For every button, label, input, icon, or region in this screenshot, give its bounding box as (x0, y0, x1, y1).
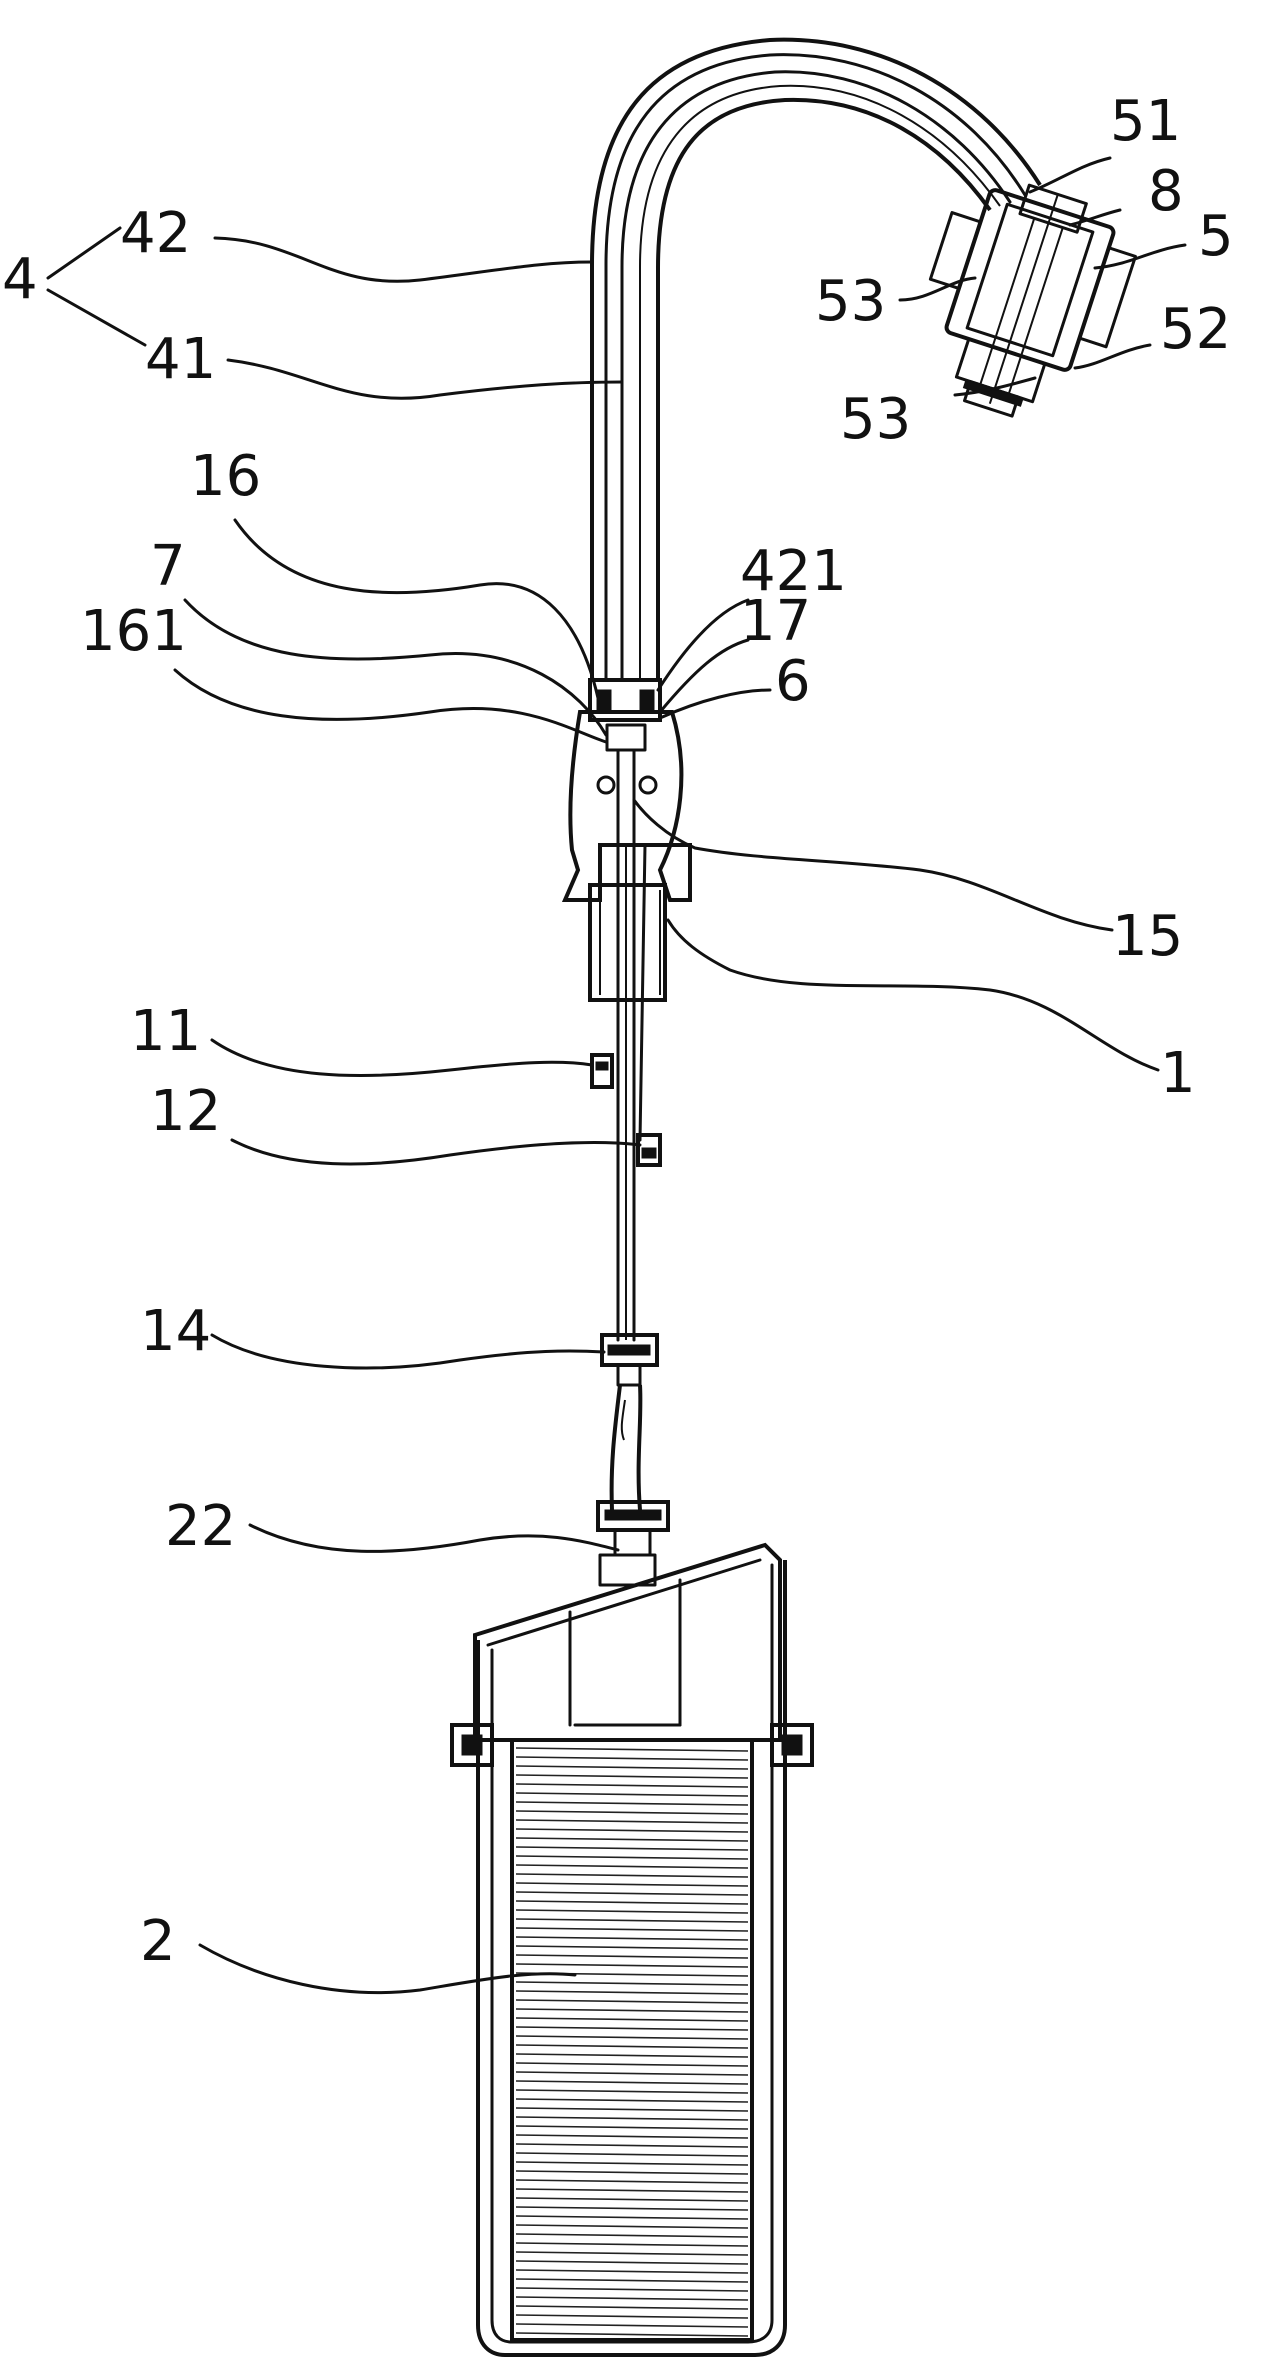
hatch-line (515, 1819, 749, 1824)
gooseneck-tube (590, 37, 1042, 682)
label-8: 8 (1148, 159, 1184, 224)
hatch-line (515, 2161, 749, 2166)
hatch-line (515, 2179, 749, 2184)
hatch-line (515, 2269, 749, 2274)
label-14: 14 (140, 1299, 211, 1364)
hatch-line (515, 2035, 749, 2040)
hatch-line (515, 2134, 749, 2139)
supply-pipe (590, 843, 662, 1511)
hatch-line (515, 1774, 749, 1779)
hatch-line (515, 1765, 749, 1770)
label-42: 42 (120, 201, 191, 266)
hatch-line (515, 1954, 749, 1959)
filter-cartridge (450, 1542, 814, 2357)
label-17: 17 (740, 589, 811, 654)
hatch-line (515, 2125, 749, 2130)
label-421: 421 (740, 539, 847, 604)
hatch-line (515, 1828, 749, 1833)
hatch-line (515, 2287, 749, 2292)
hatch-line (515, 2278, 749, 2283)
label-6: 6 (775, 649, 811, 714)
hatch-line (515, 2080, 749, 2085)
hatch-line (515, 1891, 749, 1896)
label-16: 16 (190, 444, 261, 509)
hatch-line (515, 2260, 749, 2265)
filter-media-hatching (515, 1747, 749, 2337)
label-7: 7 (150, 534, 186, 599)
hatch-line (515, 2332, 749, 2337)
hatch-line (515, 1981, 749, 1986)
hatch-line (515, 1837, 749, 1842)
label-11: 11 (130, 999, 201, 1064)
hatch-line (515, 2062, 749, 2067)
hatch-line (515, 1945, 749, 1950)
hatch-line (515, 2224, 749, 2229)
hatch-line (515, 2323, 749, 2328)
hatch-line (515, 1909, 749, 1914)
label-15: 15 (1112, 904, 1183, 969)
hatch-line (515, 2170, 749, 2175)
hatch-line (515, 1963, 749, 1968)
hatch-line (515, 2089, 749, 2094)
label-5: 5 (1198, 204, 1234, 269)
hatch-line (515, 1900, 749, 1905)
hatch-line (515, 1756, 749, 1761)
hatch-line (515, 1927, 749, 1932)
hatch-line (515, 2116, 749, 2121)
hatch-line (515, 2188, 749, 2193)
reference-labels: 4 42 41 51 8 5 53 52 53 16 7 161 421 17 … (2, 89, 1234, 1974)
hatch-line (515, 2206, 749, 2211)
hatch-line (515, 1810, 749, 1815)
label-41: 41 (145, 327, 216, 392)
hatch-line (515, 2305, 749, 2310)
hatch-line (515, 2242, 749, 2247)
outlet-head (928, 183, 1137, 418)
hatch-line (515, 1783, 749, 1788)
hatch-line (515, 1873, 749, 1878)
connector-housing (561, 678, 692, 1002)
hatch-line (515, 2071, 749, 2076)
filter-inlet (596, 1500, 670, 1587)
label-22: 22 (165, 1494, 236, 1559)
label-1: 1 (1160, 1041, 1196, 1106)
hatch-line (515, 2143, 749, 2148)
label-4: 4 (2, 247, 38, 312)
hatch-line (515, 2215, 749, 2220)
hatch-line (515, 1882, 749, 1887)
label-53-upper: 53 (815, 269, 886, 334)
label-161: 161 (80, 599, 187, 664)
hatch-line (515, 2314, 749, 2319)
label-53-lower: 53 (840, 387, 911, 452)
hatch-line (515, 2296, 749, 2301)
hatch-line (515, 2251, 749, 2256)
hatch-line (515, 2053, 749, 2058)
hatch-line (515, 1999, 749, 2004)
hatch-line (515, 2233, 749, 2238)
hatch-line (515, 2044, 749, 2049)
hatch-line (515, 2026, 749, 2031)
label-51: 51 (1110, 89, 1181, 154)
leader-lines (46, 156, 1187, 1995)
hatch-line (515, 2107, 749, 2112)
label-52: 52 (1160, 297, 1231, 362)
hatch-line (515, 2197, 749, 2202)
hatch-line (515, 1990, 749, 1995)
label-2: 2 (140, 1909, 176, 1974)
hatch-line (515, 1936, 749, 1941)
hatch-line (515, 1918, 749, 1923)
hatch-line (515, 1864, 749, 1869)
hatch-line (515, 2008, 749, 2013)
hatch-line (515, 1747, 749, 1752)
hatch-line (515, 2017, 749, 2022)
hatch-line (515, 2152, 749, 2157)
label-12: 12 (150, 1079, 221, 1144)
hatch-line (515, 1846, 749, 1851)
hatch-line (515, 1855, 749, 1860)
hatch-line (515, 1801, 749, 1806)
hatch-line (515, 1792, 749, 1797)
hatch-line (515, 2098, 749, 2103)
